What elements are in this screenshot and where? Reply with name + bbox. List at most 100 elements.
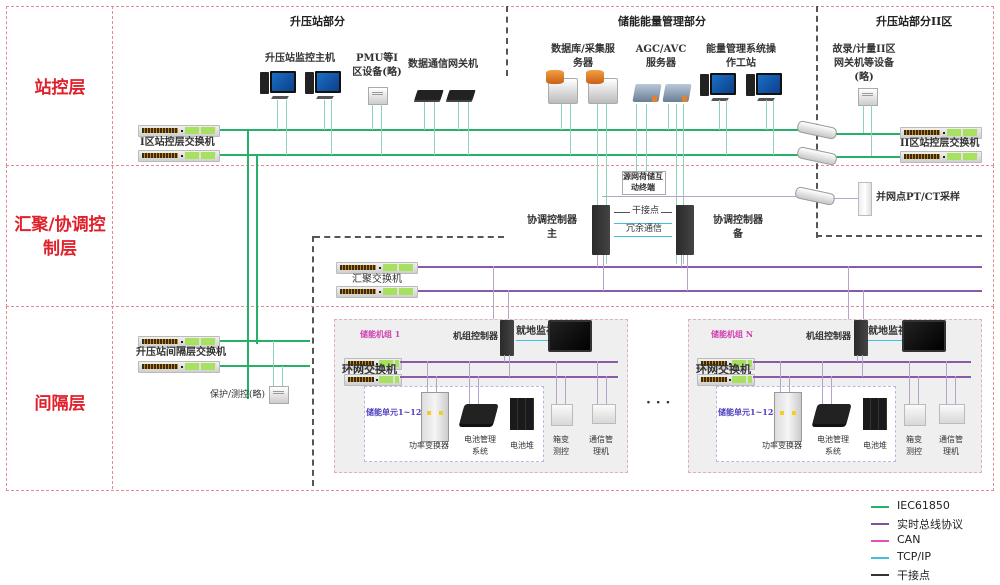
realtime-bus-b bbox=[418, 290, 982, 292]
group-n-unit-controller-label: 机组控制器 bbox=[806, 332, 852, 342]
drop-line bbox=[381, 104, 382, 155]
drop-line bbox=[469, 361, 470, 404]
section-title-ems: 储能能量管理部分 bbox=[618, 15, 706, 28]
drop-line bbox=[863, 290, 864, 320]
bay-iec61850-bus-a bbox=[220, 340, 310, 342]
drop-line bbox=[331, 100, 332, 155]
redundant-comm-line-a bbox=[614, 223, 672, 224]
label-zone2-switch: II区站控层交换机 bbox=[900, 138, 980, 149]
drop-line bbox=[681, 255, 682, 267]
label-grid-ptct: 并网点PT/CT采样 bbox=[876, 192, 961, 203]
legend-swatch bbox=[871, 557, 889, 559]
bay-iec61850-bus-b bbox=[220, 365, 310, 367]
controller-link-line bbox=[602, 196, 797, 197]
layer-label-aggregation: 汇聚/协调控制层 bbox=[14, 215, 106, 259]
drop-line bbox=[561, 104, 562, 130]
legend-label: TCP/IP bbox=[897, 550, 931, 563]
group-1-ring-switch-label: 环网交换机 bbox=[342, 363, 397, 376]
legend-label: CAN bbox=[897, 533, 921, 546]
label-agc-avc: AGC/AVC服务器 bbox=[635, 44, 687, 69]
iec61850-bus-a bbox=[220, 129, 805, 131]
drop-line bbox=[277, 100, 278, 130]
drop-line bbox=[434, 102, 435, 155]
group-1-bms-label: 电池管理系统 bbox=[464, 435, 496, 456]
label-zone1-switch: I区站控层交换机 bbox=[140, 137, 215, 148]
drop-line bbox=[636, 104, 637, 174]
label-db-server: 数据库/采集服务器 bbox=[551, 44, 615, 69]
drop-line bbox=[509, 355, 510, 377]
drop-line bbox=[597, 104, 598, 264]
drop-line bbox=[597, 255, 598, 267]
drop-line bbox=[273, 341, 274, 386]
drop-line bbox=[871, 105, 872, 156]
drop-line bbox=[424, 102, 425, 130]
comm-manager-icon bbox=[592, 404, 616, 424]
drop-line bbox=[458, 102, 459, 130]
group-1-local-monitor-label: 就地监视 bbox=[516, 326, 556, 337]
zone1-switch-b bbox=[138, 150, 220, 162]
ring-switch-1a bbox=[344, 358, 402, 370]
drop-line bbox=[606, 104, 607, 264]
drop-line bbox=[687, 255, 688, 291]
ems-region-border-top bbox=[314, 236, 504, 238]
layer-label-station: 站控层 bbox=[34, 78, 86, 98]
zone2-region-border-bottom bbox=[816, 235, 982, 237]
pmu-device-icon bbox=[368, 87, 388, 105]
protection-device-icon bbox=[269, 386, 289, 404]
label-bay-switch: 升压站间隔层交换机 bbox=[136, 347, 226, 358]
group-n-local-monitor-label: 就地监视 bbox=[868, 326, 908, 337]
group-n-bus-b bbox=[753, 376, 971, 378]
coord-controller-backup-icon bbox=[676, 205, 694, 255]
drop-line bbox=[504, 355, 505, 362]
group-1-storage-units-label: 储能单元1~128 bbox=[366, 407, 427, 417]
drop-line bbox=[789, 376, 790, 392]
realtime-bus-a bbox=[418, 266, 982, 268]
group-n-ring-switch-label: 环网交换机 bbox=[696, 363, 751, 376]
iec61850-bus-zone2-a bbox=[830, 133, 900, 135]
label-grid-terminal: 源网荷储互动终端 bbox=[623, 171, 663, 192]
ems-region-border-left bbox=[312, 236, 314, 486]
bay-switch-a bbox=[138, 336, 220, 348]
drop-line bbox=[848, 266, 849, 320]
group-1-box-transformer-label: 箱变测控 bbox=[553, 435, 569, 456]
zone2-switch-b bbox=[900, 151, 982, 163]
group-1-battery-label: 电池堆 bbox=[510, 441, 534, 450]
drop-line bbox=[909, 361, 910, 404]
ring-switch-1b bbox=[344, 374, 402, 386]
legend-swatch bbox=[871, 523, 889, 525]
legend-label: 实时总线协议 bbox=[897, 518, 963, 531]
comm-manager-icon bbox=[939, 404, 965, 424]
drop-line bbox=[773, 100, 774, 155]
label-ems-workstation: 能量管理系统操作工站 bbox=[706, 44, 776, 69]
box-transformer-icon bbox=[551, 404, 573, 426]
drop-line bbox=[603, 255, 604, 291]
drop-line bbox=[556, 361, 557, 404]
group-n-battery-label: 电池堆 bbox=[863, 441, 887, 450]
drop-line bbox=[436, 376, 437, 392]
battery-stack-icon bbox=[863, 398, 887, 430]
iec61850-trunk-a bbox=[247, 129, 249, 399]
drop-line bbox=[857, 355, 858, 362]
group-1-unit-controller-label: 机组控制器 bbox=[453, 332, 499, 342]
label-coord-backup: 协调控制器备 bbox=[713, 215, 763, 240]
section-divider-ems-left bbox=[506, 6, 508, 76]
drop-line bbox=[946, 361, 947, 404]
pcs-icon bbox=[774, 392, 802, 442]
ring-switch-nb bbox=[697, 374, 755, 386]
label-booster-monitor-host: 升压站监控主机 bbox=[265, 53, 335, 64]
iec61850-trunk-b bbox=[256, 154, 258, 344]
legend-swatch bbox=[871, 506, 889, 508]
zone1-switch-a bbox=[138, 125, 220, 137]
battery-stack-icon bbox=[510, 398, 534, 430]
drop-line bbox=[863, 105, 864, 133]
ring-switch-na bbox=[697, 358, 755, 370]
label-data-gateway: 数据通信网关机 bbox=[408, 59, 478, 70]
label-coord-main: 协调控制器主 bbox=[527, 215, 577, 240]
bms-icon bbox=[812, 404, 852, 424]
drop-line bbox=[719, 100, 720, 130]
legend-label: IEC61850 bbox=[897, 499, 950, 512]
legend-swatch bbox=[871, 574, 889, 576]
drop-line bbox=[324, 100, 325, 130]
zone2-switch-a bbox=[900, 127, 982, 139]
bms-icon bbox=[459, 404, 499, 424]
